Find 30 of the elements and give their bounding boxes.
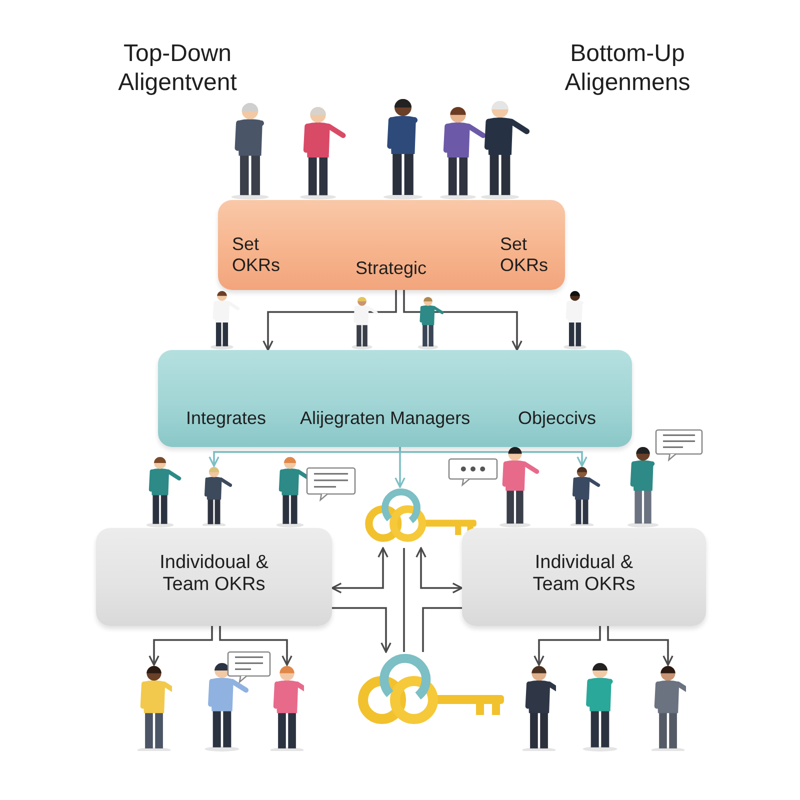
band-text: Objeccivs [518, 408, 598, 429]
band-text: Set OKRs [500, 234, 550, 276]
person-figure [522, 665, 556, 751]
arrow [262, 290, 397, 351]
person-figure [650, 665, 686, 751]
person-figure [136, 665, 172, 751]
team-box [462, 528, 706, 626]
arrow [403, 290, 522, 351]
arrow [534, 626, 601, 666]
arrow [148, 626, 213, 666]
team-box [96, 528, 332, 626]
band-title: Strategic [354, 258, 428, 279]
arrow [331, 547, 388, 594]
arrow [416, 547, 463, 594]
arrow [332, 607, 392, 653]
arrow [219, 626, 292, 666]
band-text: Individual & Team OKRs [532, 552, 636, 596]
connector-line [403, 548, 405, 652]
arrow [607, 626, 674, 666]
section-heading: Bottom-Up Aligenmens [564, 40, 692, 98]
band-text: Individoual & Team OKRs [158, 552, 270, 596]
strategy-band [218, 200, 565, 290]
band-text: Set OKRs [232, 234, 282, 276]
band-text: Integrates [186, 408, 268, 429]
arrow [399, 447, 588, 467]
section-heading: Top-Down Aligentvent [117, 40, 238, 98]
band-text: Alijegraten Managers [300, 408, 472, 429]
connector-line [422, 607, 462, 652]
person-figure [270, 665, 304, 751]
management-band [158, 350, 632, 447]
